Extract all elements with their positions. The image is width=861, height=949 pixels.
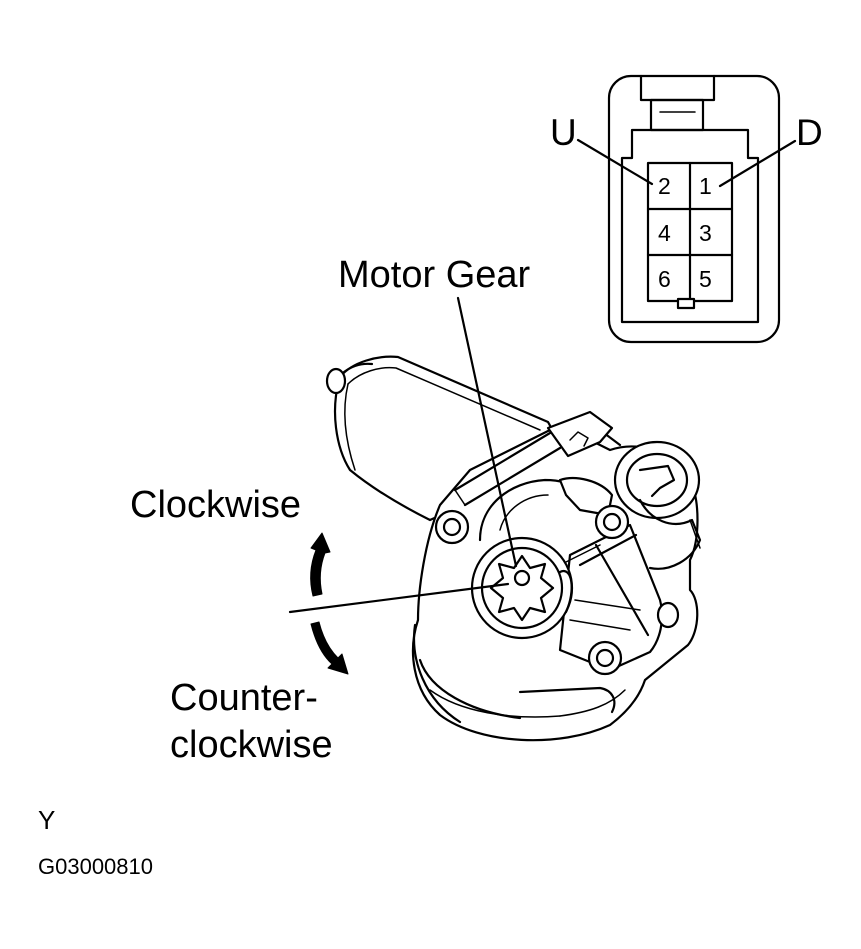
label-view-letter: Y <box>38 805 55 835</box>
leader-line-u <box>576 138 654 186</box>
pin-right <box>656 601 680 629</box>
connector-inner-face <box>620 128 760 324</box>
connector-key <box>676 297 696 310</box>
window-motor <box>325 355 702 742</box>
pin-4: 4 <box>658 220 671 246</box>
label-motor-gear: Motor Gear <box>338 254 531 296</box>
leader-line-motor-gear <box>456 296 518 568</box>
figure-code: G03000810 <box>38 854 153 879</box>
connector: 2 1 4 3 6 5 U D <box>550 74 823 344</box>
leader-line-d <box>718 139 797 188</box>
label-counter-line1: Counter- <box>170 677 318 719</box>
motor-gear-star <box>489 554 555 622</box>
pin-6: 6 <box>658 266 671 292</box>
clockwise-arrow <box>310 532 331 597</box>
pin-5: 5 <box>699 266 712 292</box>
leader-line-rotation <box>288 582 510 614</box>
bolt-upper-right <box>594 504 630 540</box>
bolt-left <box>434 509 470 545</box>
label-clockwise: Clockwise <box>130 484 301 526</box>
label-u: U <box>550 112 577 153</box>
rotation-arrows <box>310 532 349 675</box>
motor-shaft-end <box>325 367 347 395</box>
pin-3: 3 <box>699 220 712 246</box>
counterclockwise-arrow <box>310 621 349 675</box>
label-counter-line2: clockwise <box>170 724 333 766</box>
pin-1: 1 <box>699 173 712 199</box>
bolt-lower-right <box>587 640 623 676</box>
label-d: D <box>796 112 823 153</box>
pin-2: 2 <box>658 173 671 199</box>
